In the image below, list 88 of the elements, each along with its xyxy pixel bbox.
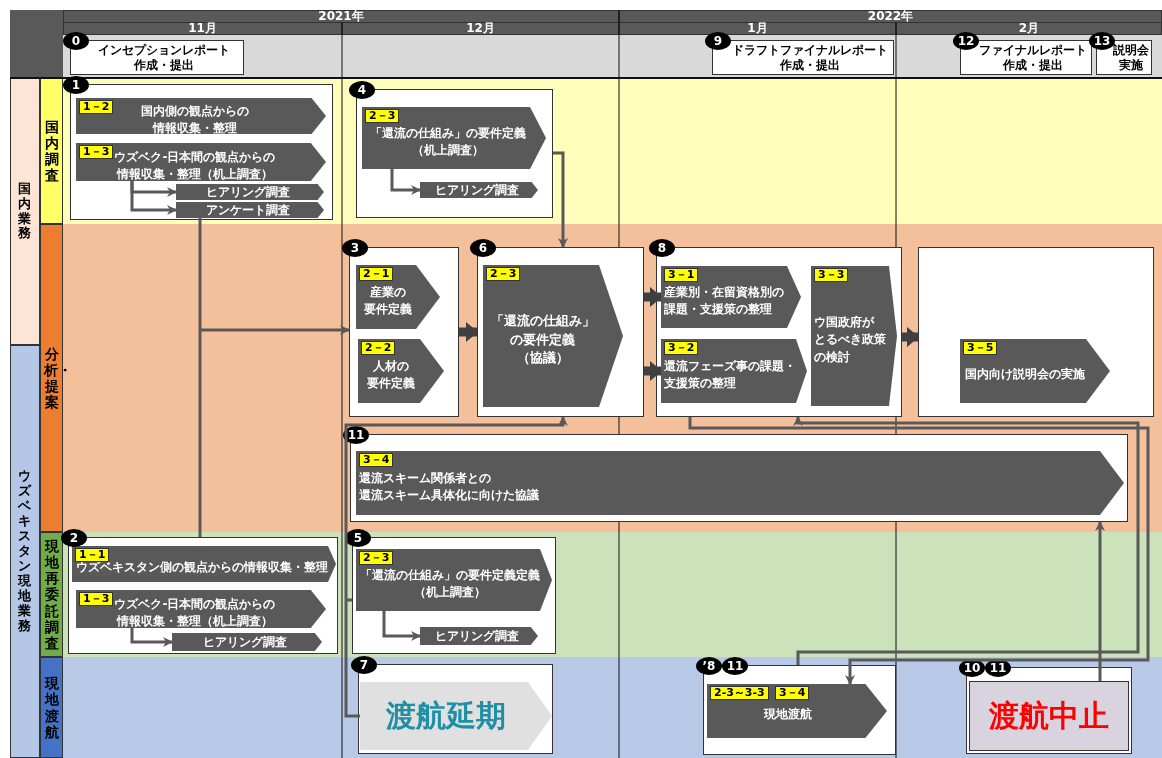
header-cell: 11月 xyxy=(63,22,342,35)
task-box xyxy=(420,627,538,645)
status-text: 渡航延期 xyxy=(385,697,506,736)
task-box xyxy=(661,266,801,328)
step-text: 「還流の仕組み」の要件定義（机上調査） xyxy=(369,124,526,159)
step-text: 「還流の仕組み」の要件定義定義（机上調査） xyxy=(359,566,540,601)
task-box xyxy=(356,451,1124,515)
arrow xyxy=(198,216,351,539)
step-text: 国内側の観点からの情報収集・整理 xyxy=(141,102,250,137)
arrow xyxy=(553,151,568,248)
step-tag: 1－2 xyxy=(79,100,114,114)
cancelled-box xyxy=(969,681,1129,751)
step-text: ヒアリング調査 xyxy=(435,182,520,198)
arrow xyxy=(1095,521,1105,681)
task-box xyxy=(358,339,444,403)
task-box xyxy=(76,143,326,181)
step-tag: 2－1 xyxy=(359,267,394,281)
step-text: 現地渡航 xyxy=(763,706,812,724)
step-tag: 2－3 xyxy=(365,109,400,123)
milestone-text: ドラフトファイナルレポート作成・提出 xyxy=(732,43,888,72)
task-box xyxy=(76,590,326,628)
task-box xyxy=(420,182,538,198)
header-cell: 1月 xyxy=(619,22,896,35)
step-text: ウズベク-日本間の観点からの情報収集・整理（机上調査） xyxy=(114,595,276,630)
step-text: ウ国政府がとるべき政策の検討 xyxy=(814,313,886,366)
step-text: 人材の要件定義 xyxy=(366,357,415,392)
step-text: 還流フェーズ事の課題・支援策の整理 xyxy=(664,357,796,392)
step-tag: 2－3 xyxy=(359,551,394,565)
step-text: 国内向け説明会の実施 xyxy=(964,366,1085,384)
task-box xyxy=(172,633,322,651)
step-text: ヒアリング調査 xyxy=(206,184,291,200)
task-box xyxy=(811,266,897,406)
lane-label: 現地渡航 xyxy=(40,657,63,758)
step-tag: 1－3 xyxy=(79,592,114,606)
arrow xyxy=(793,416,1140,665)
task-box xyxy=(362,107,546,169)
step-tag: 2-3～3-3 xyxy=(710,686,769,700)
arrow xyxy=(130,628,173,647)
category-label: 国内業務 xyxy=(18,181,32,242)
task-box xyxy=(176,184,324,200)
header-cell: 2月 xyxy=(896,22,1162,35)
group-box xyxy=(918,247,1154,417)
block-arrow xyxy=(644,361,662,381)
category-label: ウズベキスタン現地業務 xyxy=(18,469,32,634)
arrow xyxy=(344,415,568,718)
block-arrow xyxy=(644,287,662,307)
task-box xyxy=(72,546,336,582)
milestone-text: 説明会実施 xyxy=(1113,43,1149,72)
task-box xyxy=(661,339,807,403)
status-text: 渡航中止 xyxy=(989,697,1109,736)
step-text: 還流スキーム関係者との還流スキーム具体化に向けた協議 xyxy=(359,469,539,504)
header-cell: 12月 xyxy=(342,22,619,35)
task-box xyxy=(176,202,324,218)
step-tag: 2－2 xyxy=(361,341,396,355)
milestone-text: ファイナルレポート作成・提出 xyxy=(979,43,1087,72)
arrow xyxy=(688,417,1150,685)
block-arrow xyxy=(459,322,478,342)
task-box xyxy=(960,339,1110,403)
step-tag: 3－2 xyxy=(664,341,699,355)
status-box xyxy=(360,682,552,750)
step-tag: 3－4 xyxy=(775,686,810,700)
step-tag: 2－3 xyxy=(486,267,521,281)
step-text: 産業別・在留資格別の課題・支援策の整理 xyxy=(664,283,784,318)
arrow xyxy=(130,181,177,215)
step-text: アンケート調査 xyxy=(206,202,291,218)
step-tag: 3－3 xyxy=(814,268,849,282)
task-box xyxy=(707,684,887,738)
number-badge: 11 xyxy=(722,657,748,675)
step-text: 「還流の仕組み」の要件定義（協議） xyxy=(490,311,595,368)
task-box xyxy=(76,98,326,134)
task-box xyxy=(483,265,623,407)
step-tag: 3－1 xyxy=(664,268,699,282)
lane-label: 現地再委託調査 xyxy=(40,532,63,657)
step-text: ヒアリング調査 xyxy=(202,634,287,650)
block-arrow xyxy=(902,327,919,347)
step-text: ヒアリング調査 xyxy=(434,628,519,644)
lane-label: 国内調査 xyxy=(40,78,63,224)
step-tag: 3－4 xyxy=(359,453,394,467)
step-tag: 3－5 xyxy=(963,341,998,355)
step-text: 産業の要件定義 xyxy=(363,283,412,318)
task-box xyxy=(356,549,552,611)
step-tag: 1－3 xyxy=(79,145,114,159)
step-text: ウズベク-日本間の観点からの情報収集・整理（机上調査） xyxy=(114,148,276,183)
task-box xyxy=(356,265,440,329)
arrow xyxy=(390,169,421,195)
step-tag: 1－1 xyxy=(75,548,110,562)
arrow xyxy=(382,611,421,641)
milestone-text: インセプションレポート作成・提出 xyxy=(98,43,230,72)
